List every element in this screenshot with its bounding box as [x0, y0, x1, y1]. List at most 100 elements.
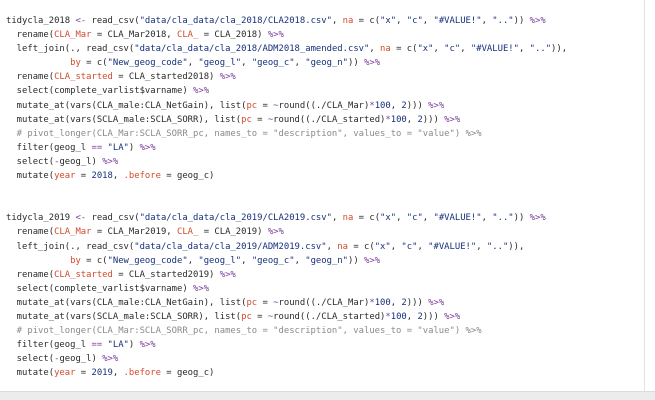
- code-token-string: "x": [374, 241, 391, 252]
- code-token-ident: rename(: [6, 227, 55, 238]
- code-token-ident: ,: [396, 16, 407, 26]
- code-token-ident: ,: [422, 213, 434, 224]
- code-token-ident: =: [75, 171, 92, 182]
- code-line: select(-geog_l) %>%: [6, 352, 645, 366]
- code-token-operator: -: [54, 156, 60, 167]
- code-token-number: 100: [374, 297, 391, 308]
- code-token-ident: left_join(., read_csv(: [6, 44, 135, 55]
- code-token-ident: ,: [241, 58, 252, 69]
- code-token-string: "c": [444, 44, 461, 55]
- code-line: by = c("New_geog_code", "geog_l", "geog_…: [6, 254, 645, 268]
- code-token-operator: %>%: [193, 86, 210, 97]
- code-token-argument: na: [342, 16, 354, 26]
- code-line: left_join(., read_csv("data/cla_data/cla…: [6, 240, 645, 254]
- code-token-ident: select(: [6, 354, 55, 365]
- code-token-argument: pc: [246, 100, 258, 111]
- code-token-operator: %>%: [428, 100, 445, 111]
- code-token-ident: rename(: [6, 72, 55, 83]
- code-token-operator: *: [385, 311, 391, 322]
- horizontal-scrollbar[interactable]: [0, 391, 655, 400]
- code-token-operator: ~: [273, 297, 279, 308]
- code-token-string: "geog_n": [305, 58, 348, 69]
- code-token-ident: [6, 185, 11, 195]
- code-token-operator: %>%: [139, 142, 156, 153]
- code-editor[interactable]: tidycla_2018 <- read_csv("data/cla_data/…: [0, 0, 645, 392]
- code-token-ident: )): [513, 16, 530, 26]
- code-token-ident: geog_l): [59, 354, 103, 365]
- code-token-operator: %>%: [102, 354, 119, 365]
- code-token-ident: )): [348, 255, 365, 266]
- code-token-operator: %>%: [219, 72, 236, 83]
- code-line: select(-geog_l) %>%: [6, 155, 645, 169]
- code-token-ident: ,: [390, 241, 402, 252]
- code-token-ident: select(: [6, 156, 55, 167]
- code-token-string: "#VALUE!": [433, 16, 482, 26]
- code-token-operator: -: [54, 354, 60, 365]
- code-token-ident: mutate_at(vars(CLA_male:CLA_NetGain), li…: [6, 297, 247, 308]
- code-token-ident: ): [128, 142, 140, 153]
- code-token-ident: filter(geog_l: [6, 340, 92, 351]
- code-token-ident: ,: [433, 44, 445, 55]
- code-token-ident: ,: [326, 241, 338, 252]
- code-line: by = c("New_geog_code", "geog_l", "geog_…: [6, 56, 645, 70]
- code-token-string: "x": [380, 16, 397, 26]
- code-token-string: "data/cla_data/cla_2018/CLA2018.csv": [139, 16, 332, 26]
- code-token-string: "New_geog_code": [107, 255, 188, 266]
- code-token-ident: rename(: [6, 269, 55, 280]
- code-token-operator: %>%: [444, 311, 461, 322]
- code-token-argument: CLA_: [177, 30, 199, 41]
- code-token-number: 2019: [91, 368, 113, 379]
- code-token-ident: )): [348, 58, 365, 69]
- code-line: mutate_at(vars(CLA_male:CLA_NetGain), li…: [6, 99, 645, 113]
- code-token-ident: ,: [187, 58, 199, 69]
- code-token-argument: by: [70, 58, 81, 69]
- code-token-argument: year: [54, 171, 76, 182]
- code-line: mutate(year = 2019, .before = geog_c): [6, 366, 645, 380]
- code-token-ident: = CLA_Mar2019,: [91, 227, 177, 238]
- code-token-ident: mutate_at(vars(CLA_male:CLA_NetGain), li…: [6, 100, 247, 111]
- code-token-argument: pc: [246, 297, 258, 308]
- code-token-ident: ,: [112, 171, 124, 182]
- code-token-ident: ,: [331, 213, 343, 224]
- code-token-operator: %>%: [364, 255, 381, 266]
- code-line: rename(CLA_Mar = CLA_Mar2018, CLA_ = CLA…: [6, 28, 645, 42]
- code-token-number: 100: [374, 100, 391, 111]
- code-token-ident: )),: [551, 44, 568, 55]
- code-token-operator: %>%: [529, 213, 546, 224]
- code-token-operator: *: [385, 114, 391, 125]
- code-token-argument: by: [70, 255, 81, 266]
- code-token-operator: ==: [91, 340, 103, 351]
- code-token-ident: ,: [518, 44, 530, 55]
- code-token-ident: mutate_at(vars(SCLA_male:SCLA_SORR), lis…: [6, 311, 242, 322]
- code-token-operator: %>%: [267, 227, 284, 238]
- code-token-string: "x": [380, 213, 397, 224]
- code-token-ident: [6, 256, 70, 266]
- code-token-argument: .before: [123, 368, 161, 379]
- code-token-ident: ,: [406, 114, 418, 125]
- code-token-ident: = CLA_started2019): [112, 269, 220, 280]
- code-token-ident: =: [75, 368, 92, 379]
- code-token-argument: na: [342, 213, 354, 224]
- code-token-number: 2: [417, 311, 423, 322]
- code-token-ident: round((./CLA_Mar): [278, 297, 370, 308]
- code-token-ident: round((./CLA_started): [273, 311, 386, 322]
- code-token-operator: %>%: [444, 114, 461, 125]
- code-token-ident: =: [257, 100, 274, 111]
- code-token-string: "LA": [107, 340, 129, 351]
- code-token-ident: [6, 58, 70, 68]
- code-token-operator: %>%: [428, 297, 445, 308]
- code-token-ident: ,: [294, 255, 306, 266]
- code-token-string: "data/cla_data/cla_2019/CLA2019.csv": [139, 213, 332, 224]
- code-token-ident: = c(: [353, 213, 381, 224]
- code-token-comment: # pivot_longer(CLA_Mar:SCLA_SORR_pc, nam…: [6, 326, 482, 337]
- code-token-argument: year: [54, 368, 76, 379]
- code-token-ident: = CLA_Mar2018,: [91, 30, 177, 41]
- code-token-string: "New_geog_code": [107, 58, 188, 69]
- code-token-operator: %>%: [529, 16, 546, 26]
- code-token-ident: ,: [417, 241, 429, 252]
- code-token-operator: %>%: [267, 30, 284, 41]
- code-token-argument: CLA_Mar: [54, 30, 92, 41]
- vertical-scrollbar[interactable]: [644, 0, 655, 392]
- code-token-ident: filter(geog_l: [6, 142, 92, 153]
